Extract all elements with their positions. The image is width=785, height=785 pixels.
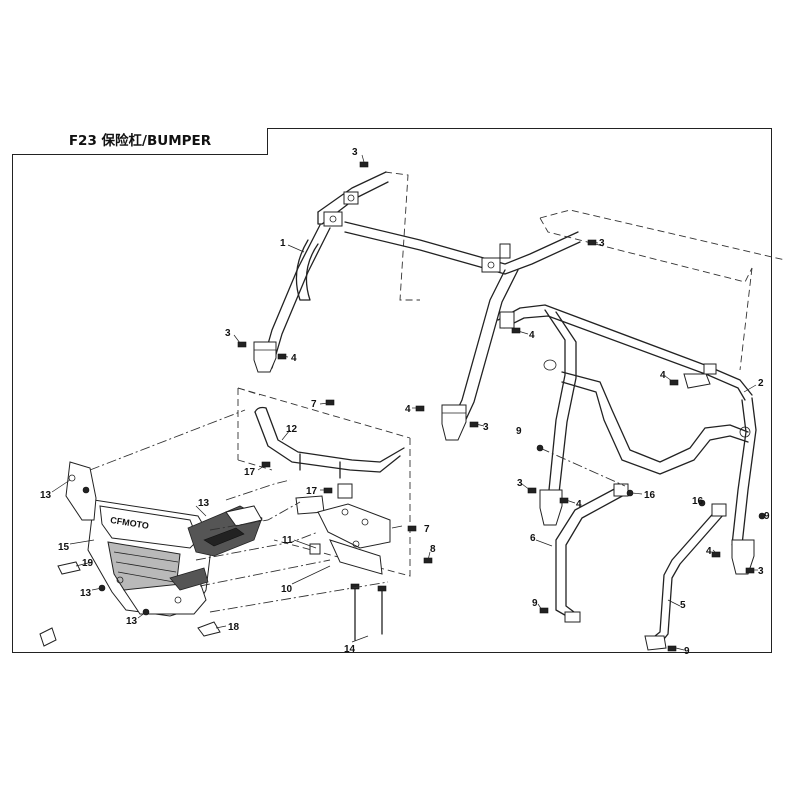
- callout-4e: 4: [576, 499, 582, 510]
- callout-4b: 4: [529, 330, 535, 341]
- sticker-19: [57, 561, 81, 575]
- callout-4c: 4: [660, 370, 666, 381]
- drawing-frame: [12, 128, 772, 653]
- callout-16a: 16: [644, 490, 656, 501]
- bolts-14: [350, 583, 387, 641]
- callout-15: 15: [58, 542, 70, 553]
- callout-13c: 13: [80, 588, 92, 599]
- callout-6: 6: [530, 533, 536, 544]
- callout-17b: 17: [306, 486, 318, 497]
- roll-cage-rear: [497, 304, 757, 575]
- grille-slats: [113, 551, 179, 583]
- bumper-tube-12: [254, 406, 405, 479]
- callout-7b: 7: [424, 524, 430, 535]
- title-box: F23 保险杠/BUMPER: [12, 128, 268, 155]
- bumper-frame-dashed-box: [237, 387, 411, 577]
- callout-13d: 13: [126, 616, 138, 627]
- callout-13a: 13: [40, 490, 52, 501]
- callout-14: 14: [344, 644, 356, 655]
- callout-3a: 3: [352, 147, 358, 158]
- callout-4d: 4: [405, 404, 411, 415]
- callout-16b: 16: [692, 496, 704, 507]
- callout-9d: 9: [684, 646, 690, 657]
- callout-18: 18: [228, 622, 240, 633]
- windshield-outline: [384, 171, 785, 371]
- roll-cage-front: [253, 171, 581, 441]
- bumper-cover-15: CFMOTO: [65, 461, 263, 617]
- page-title: F23 保险杠/BUMPER: [68, 133, 212, 149]
- callout-4f: 4: [706, 546, 712, 557]
- callout-3e: 3: [517, 478, 523, 489]
- callout-labels: 1 2 3 3 3 3 3 3 4 4 4 4 4 4 5 6 7 7 8 9 …: [40, 147, 770, 657]
- callout-4a: 4: [291, 353, 297, 364]
- callout-7a: 7: [311, 399, 317, 410]
- callout-3f: 3: [758, 566, 764, 577]
- callout-11: 11: [282, 535, 293, 546]
- brace-bar-5: [644, 503, 727, 651]
- mount-bracket-11: [295, 483, 403, 575]
- callout-17a: 17: [244, 467, 256, 478]
- callout-1: 1: [280, 238, 286, 249]
- brace-bar-6: [555, 483, 629, 623]
- callout-9a: 9: [516, 426, 522, 437]
- callout-3b: 3: [599, 238, 605, 249]
- callout-12: 12: [286, 424, 298, 435]
- callout-9c: 9: [532, 598, 538, 609]
- sticker-18: [197, 621, 221, 637]
- callout-9b: 9: [764, 511, 770, 522]
- callout-3c: 3: [225, 328, 231, 339]
- callout-5: 5: [680, 600, 686, 611]
- callout-13b: 13: [198, 498, 210, 509]
- callout-19: 19: [82, 558, 94, 569]
- callout-3d: 3: [483, 422, 489, 433]
- callout-8: 8: [430, 544, 436, 555]
- callout-10: 10: [281, 584, 293, 595]
- callout-2: 2: [758, 378, 764, 389]
- exploded-lead-lines: [89, 409, 626, 613]
- tag-small: [39, 627, 57, 647]
- callout-leaders: [51, 154, 765, 651]
